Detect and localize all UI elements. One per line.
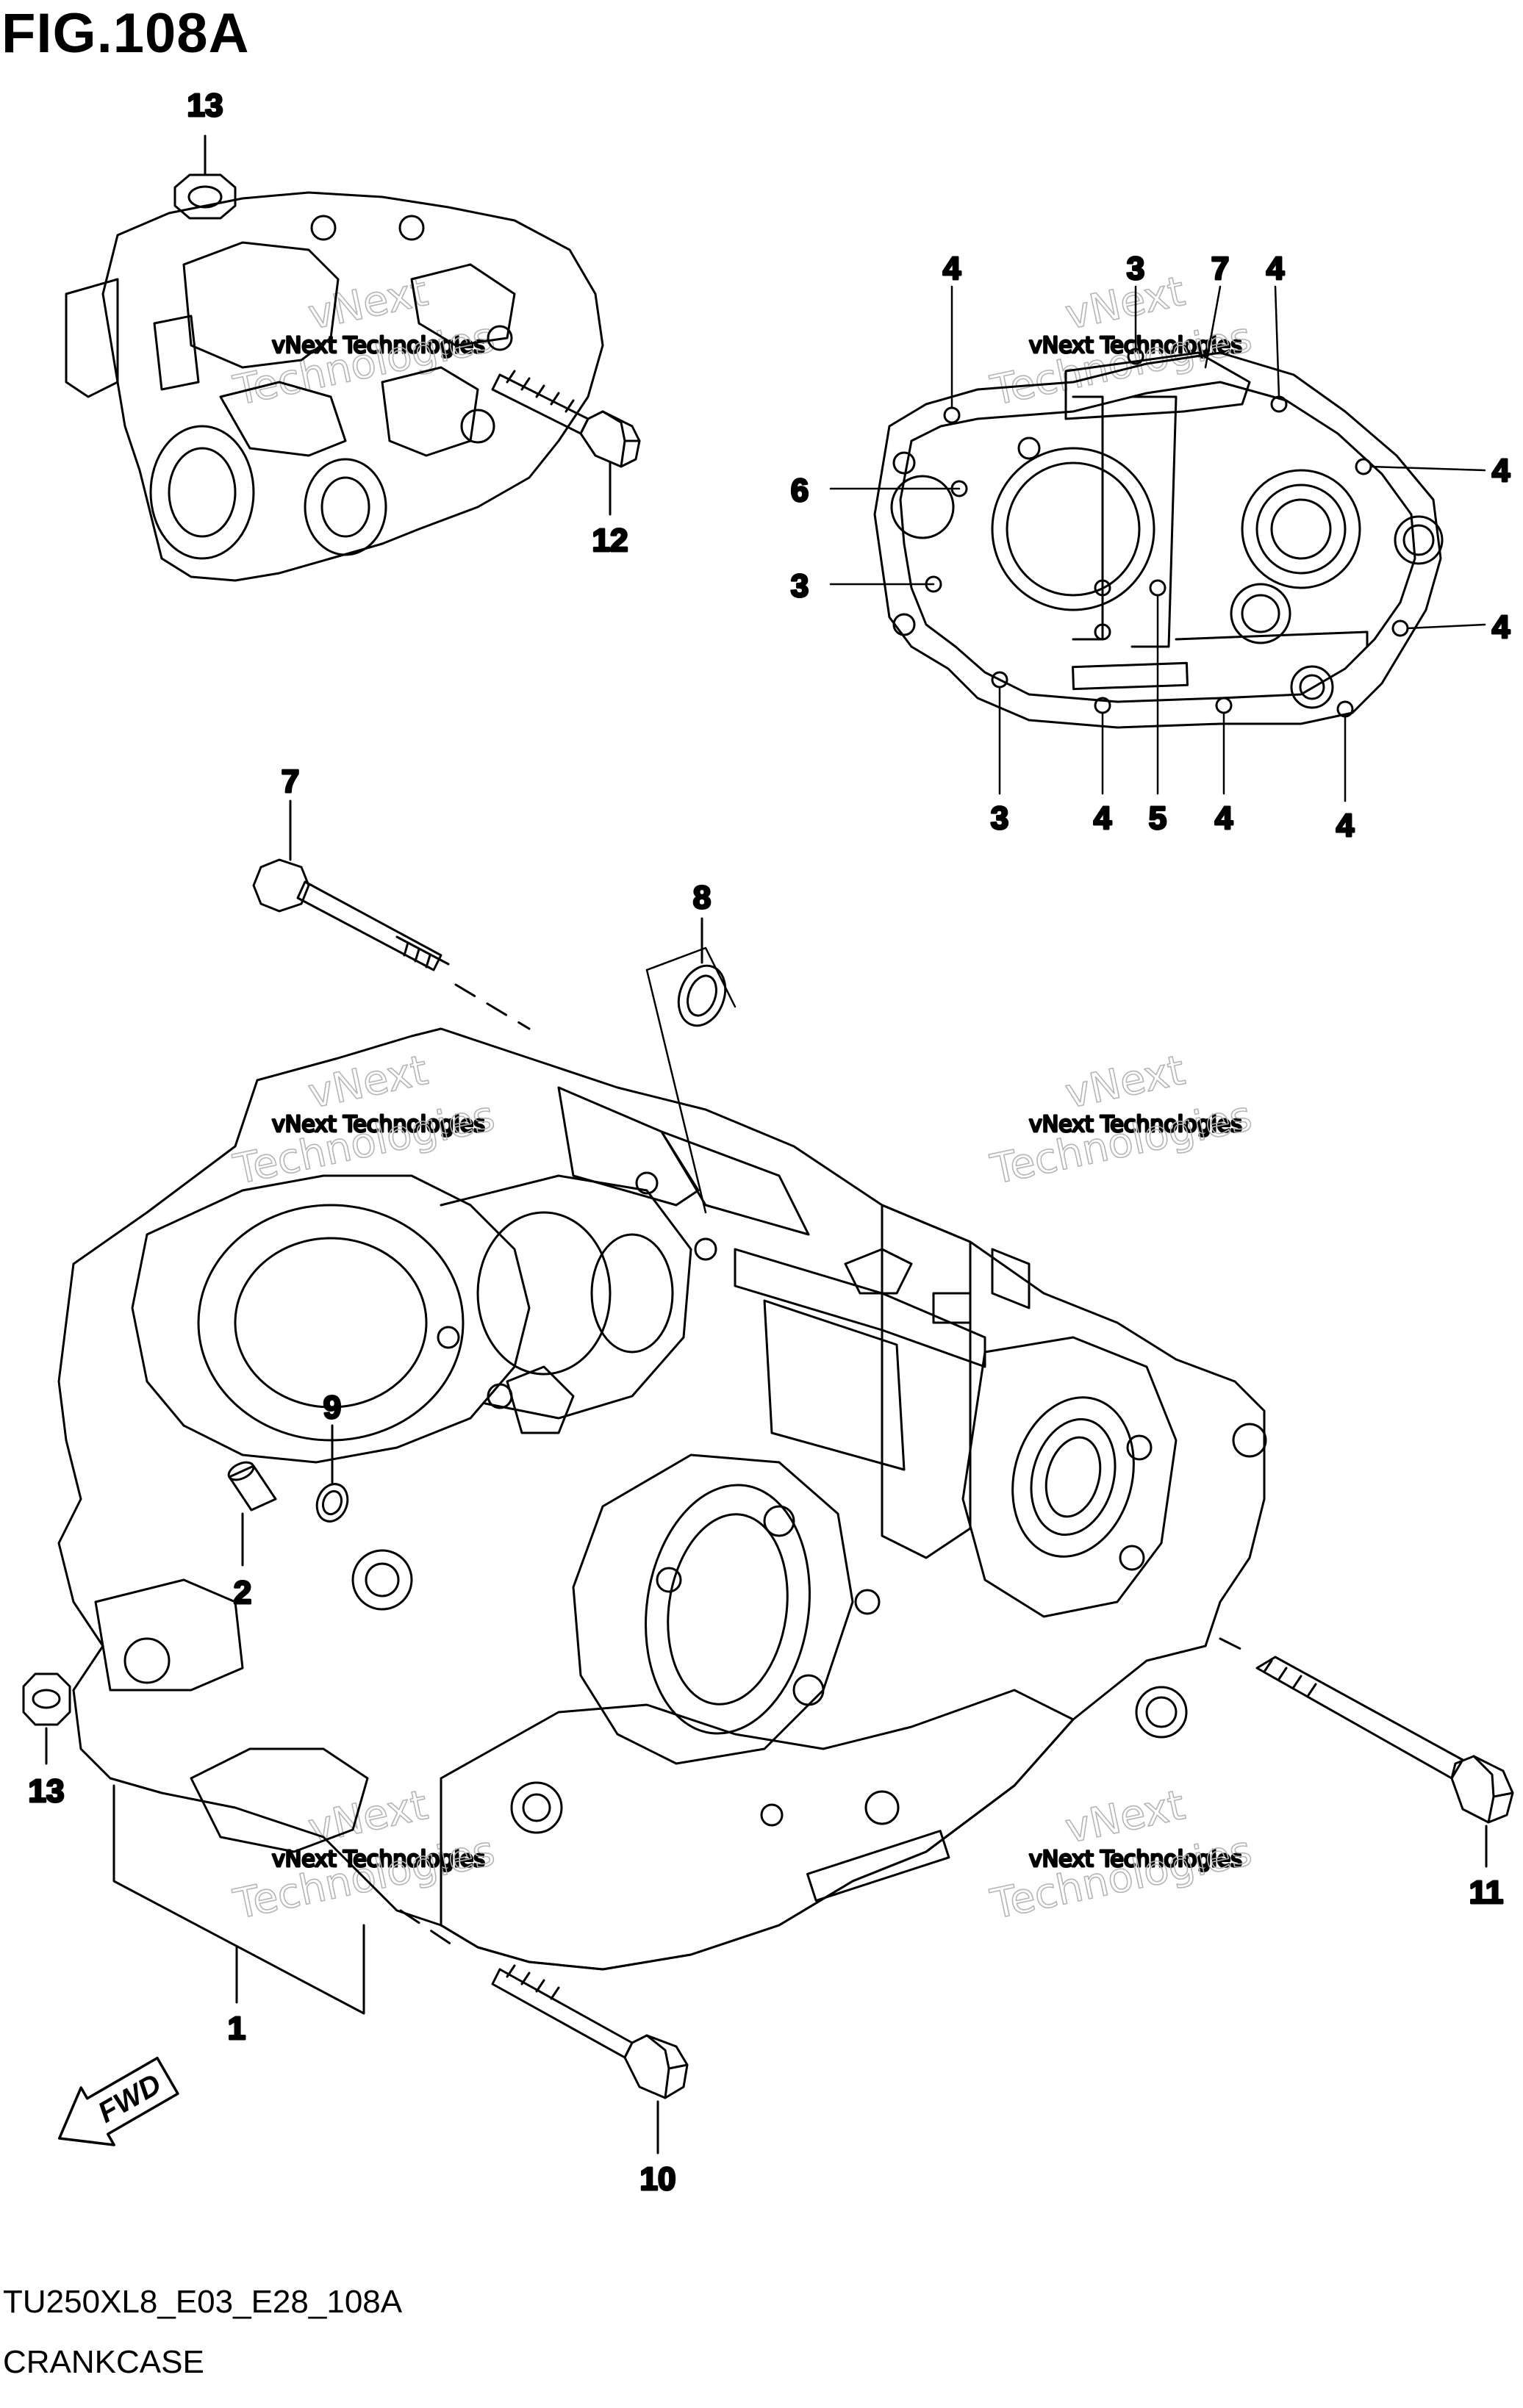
bolt-11 bbox=[1219, 1637, 1514, 1868]
callout-8: 8 bbox=[693, 880, 711, 916]
bolt-7 bbox=[252, 799, 531, 1030]
watermark-text: vNext Technologies bbox=[1029, 1847, 1242, 1872]
callout-4: 4 bbox=[1336, 808, 1355, 844]
watermark-text: vNext Technologies bbox=[272, 333, 485, 359]
callout-1: 1 bbox=[228, 2010, 246, 2046]
leader-lines-top-right bbox=[829, 285, 1486, 802]
watermark-text: Technologies bbox=[986, 1827, 1255, 1929]
watermark-text: vNext bbox=[1061, 1046, 1189, 1118]
nut-13-top bbox=[173, 134, 237, 220]
crankcase-outline-view bbox=[873, 348, 1444, 729]
bracket-1 bbox=[112, 1784, 365, 2015]
dowel-pin-2 bbox=[227, 1461, 277, 1567]
callout-7: 7 bbox=[1211, 251, 1229, 287]
callout-4: 4 bbox=[943, 251, 961, 287]
callout-3: 3 bbox=[1127, 251, 1144, 287]
callout-9: 9 bbox=[323, 1390, 341, 1426]
crankcase-main-assembly bbox=[57, 1027, 1267, 1971]
callout-4: 4 bbox=[1492, 453, 1511, 489]
figure-name: CRANKCASE bbox=[3, 2344, 204, 2380]
figure-title: FIG.108A bbox=[1, 2, 250, 65]
callout-12: 12 bbox=[592, 522, 628, 558]
callout-11: 11 bbox=[1469, 1875, 1504, 1911]
figure-code: TU250XL8_E03_E28_108A bbox=[3, 2284, 403, 2320]
callout-4: 4 bbox=[1094, 800, 1112, 836]
callout-5: 5 bbox=[1149, 800, 1167, 836]
watermark-text: vNext Technologies bbox=[1029, 1112, 1242, 1137]
watermark-text: Technologies bbox=[986, 1092, 1255, 1194]
upper-case-assembly bbox=[65, 191, 604, 582]
callout-2: 2 bbox=[234, 1575, 251, 1611]
callout-6: 6 bbox=[791, 472, 809, 508]
callout-4: 4 bbox=[1492, 609, 1511, 645]
bolt-12 bbox=[491, 370, 641, 516]
watermark-text: vNext Technologies bbox=[272, 1847, 485, 1872]
nut-13-bottom bbox=[22, 1672, 71, 1765]
watermark-text: vNext bbox=[304, 1781, 432, 1853]
callout-10: 10 bbox=[640, 2161, 676, 2197]
watermark-text: Technologies bbox=[229, 1092, 498, 1194]
assembly-line bbox=[454, 983, 531, 1030]
assembly-line bbox=[645, 946, 737, 1008]
callout-3: 3 bbox=[791, 568, 809, 604]
watermark-text: vNext bbox=[1061, 1781, 1189, 1853]
assembly-line bbox=[1219, 1637, 1251, 1655]
watermark-text: vNext bbox=[304, 1046, 432, 1118]
assembly-line bbox=[645, 968, 707, 1214]
callout-13: 13 bbox=[187, 87, 223, 123]
assembly-line bbox=[399, 1909, 457, 1949]
callout-3: 3 bbox=[991, 800, 1008, 836]
oring-8 bbox=[645, 917, 737, 1214]
oring-9 bbox=[315, 1424, 349, 1523]
bolt-10 bbox=[399, 1909, 689, 2154]
callout-7: 7 bbox=[282, 763, 299, 799]
watermark-text: vNext Technologies bbox=[272, 1112, 485, 1137]
callout-4: 4 bbox=[1266, 251, 1285, 287]
callout-4: 4 bbox=[1215, 800, 1233, 836]
watermark-text: vNext bbox=[1061, 267, 1189, 339]
fwd-arrow-icon: FWD bbox=[57, 2057, 179, 2146]
callout-13: 13 bbox=[29, 1773, 65, 1809]
